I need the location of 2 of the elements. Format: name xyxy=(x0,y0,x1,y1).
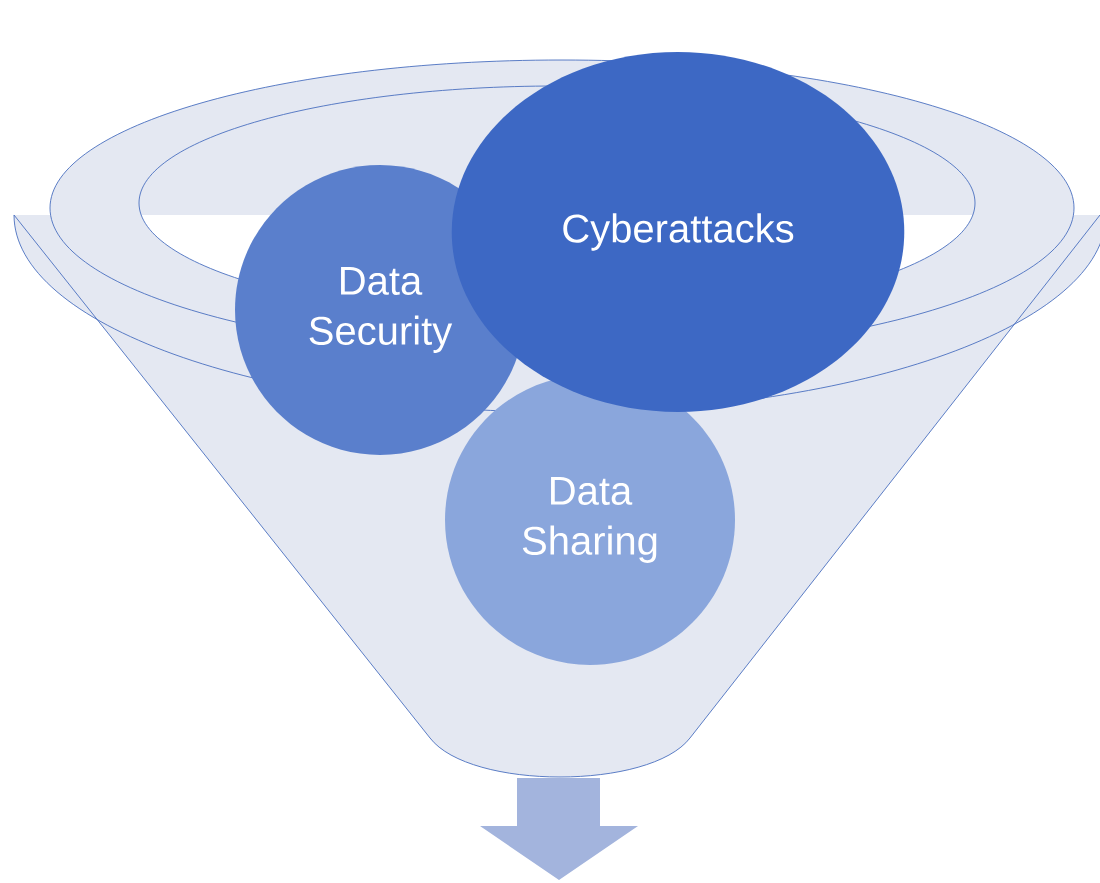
circle-node: Data Sharing xyxy=(445,375,735,665)
circle-node: Cyberattacks xyxy=(451,52,905,412)
